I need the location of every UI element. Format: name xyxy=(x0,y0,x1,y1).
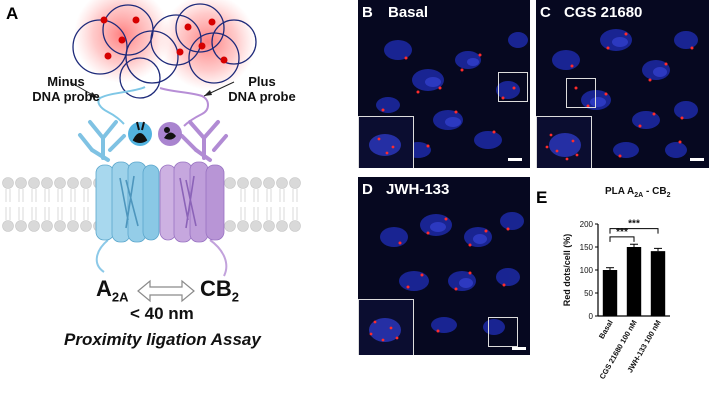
a2a-receptor xyxy=(95,161,160,243)
y-tick-label: 150 xyxy=(580,243,594,252)
panel-d-letter: D xyxy=(362,181,373,198)
chart-title: PLA A2A - CB2 xyxy=(605,186,671,199)
plus-probe-label: Plus DNA probe xyxy=(228,74,296,104)
panel-e-letter: E xyxy=(536,188,548,207)
scale-bar xyxy=(690,158,704,161)
y-tick-label: 0 xyxy=(589,312,594,321)
significance-label: *** xyxy=(616,227,628,238)
bar xyxy=(650,251,666,316)
y-tick-label: 200 xyxy=(580,220,594,229)
micrograph-basal-cells xyxy=(376,32,528,158)
roi-box xyxy=(498,72,528,102)
micrograph-cgs21680-cells xyxy=(552,29,698,158)
x-tick-label: Basal xyxy=(597,319,615,341)
panel-d-label: JWH-133 xyxy=(386,181,450,198)
micrograph-basal: B Basal xyxy=(358,0,530,168)
panel-c-label: CGS 21680 xyxy=(564,4,643,21)
assay-caption: Proximity ligation Assay xyxy=(64,330,261,349)
significance-label: *** xyxy=(628,219,640,230)
bar xyxy=(602,270,618,316)
plus-probe-strand xyxy=(159,87,209,127)
primary-antibody-left xyxy=(78,120,126,162)
dna-loops xyxy=(72,3,257,99)
a2a-label: A2A xyxy=(96,276,129,305)
minus-probe-strand xyxy=(97,86,146,125)
proximity-double-arrow xyxy=(137,279,195,303)
roi-box xyxy=(566,78,596,108)
minus-probe-label: Minus DNA probe xyxy=(32,74,100,104)
y-axis-label: Red dots/cell (%) xyxy=(562,234,572,307)
significance-bracket xyxy=(609,236,635,242)
micrograph-jwh133-cells xyxy=(380,212,524,335)
panel-b-label: Basal xyxy=(388,4,429,21)
cell-membrane xyxy=(2,177,301,232)
micrograph-jwh133: D JWH-133 xyxy=(358,177,530,355)
y-tick-label: 100 xyxy=(580,266,594,275)
cb2-label: CB2 xyxy=(200,276,240,305)
y-tick-label: 50 xyxy=(584,289,593,298)
roi-box xyxy=(488,317,518,347)
scale-bar xyxy=(508,158,522,161)
zoom-inset xyxy=(358,116,414,168)
fluorescent-dots xyxy=(100,16,228,64)
zoom-inset xyxy=(358,299,414,355)
rca-glow-right xyxy=(160,0,256,90)
cb2-receptor xyxy=(159,161,225,243)
micrograph-cgs21680: C CGS 21680 xyxy=(536,0,709,168)
distance-label: < 40 nm xyxy=(130,304,194,323)
panel-c-letter: C xyxy=(540,4,551,21)
scale-bar xyxy=(512,347,526,350)
panel-b-letter: B xyxy=(362,4,373,21)
bar xyxy=(626,247,642,316)
zoom-inset xyxy=(536,116,592,168)
significance-bracket xyxy=(609,228,659,234)
panel-a-letter: A xyxy=(6,4,19,23)
primary-antibody-right xyxy=(180,120,228,162)
pla-schematic xyxy=(2,0,301,303)
